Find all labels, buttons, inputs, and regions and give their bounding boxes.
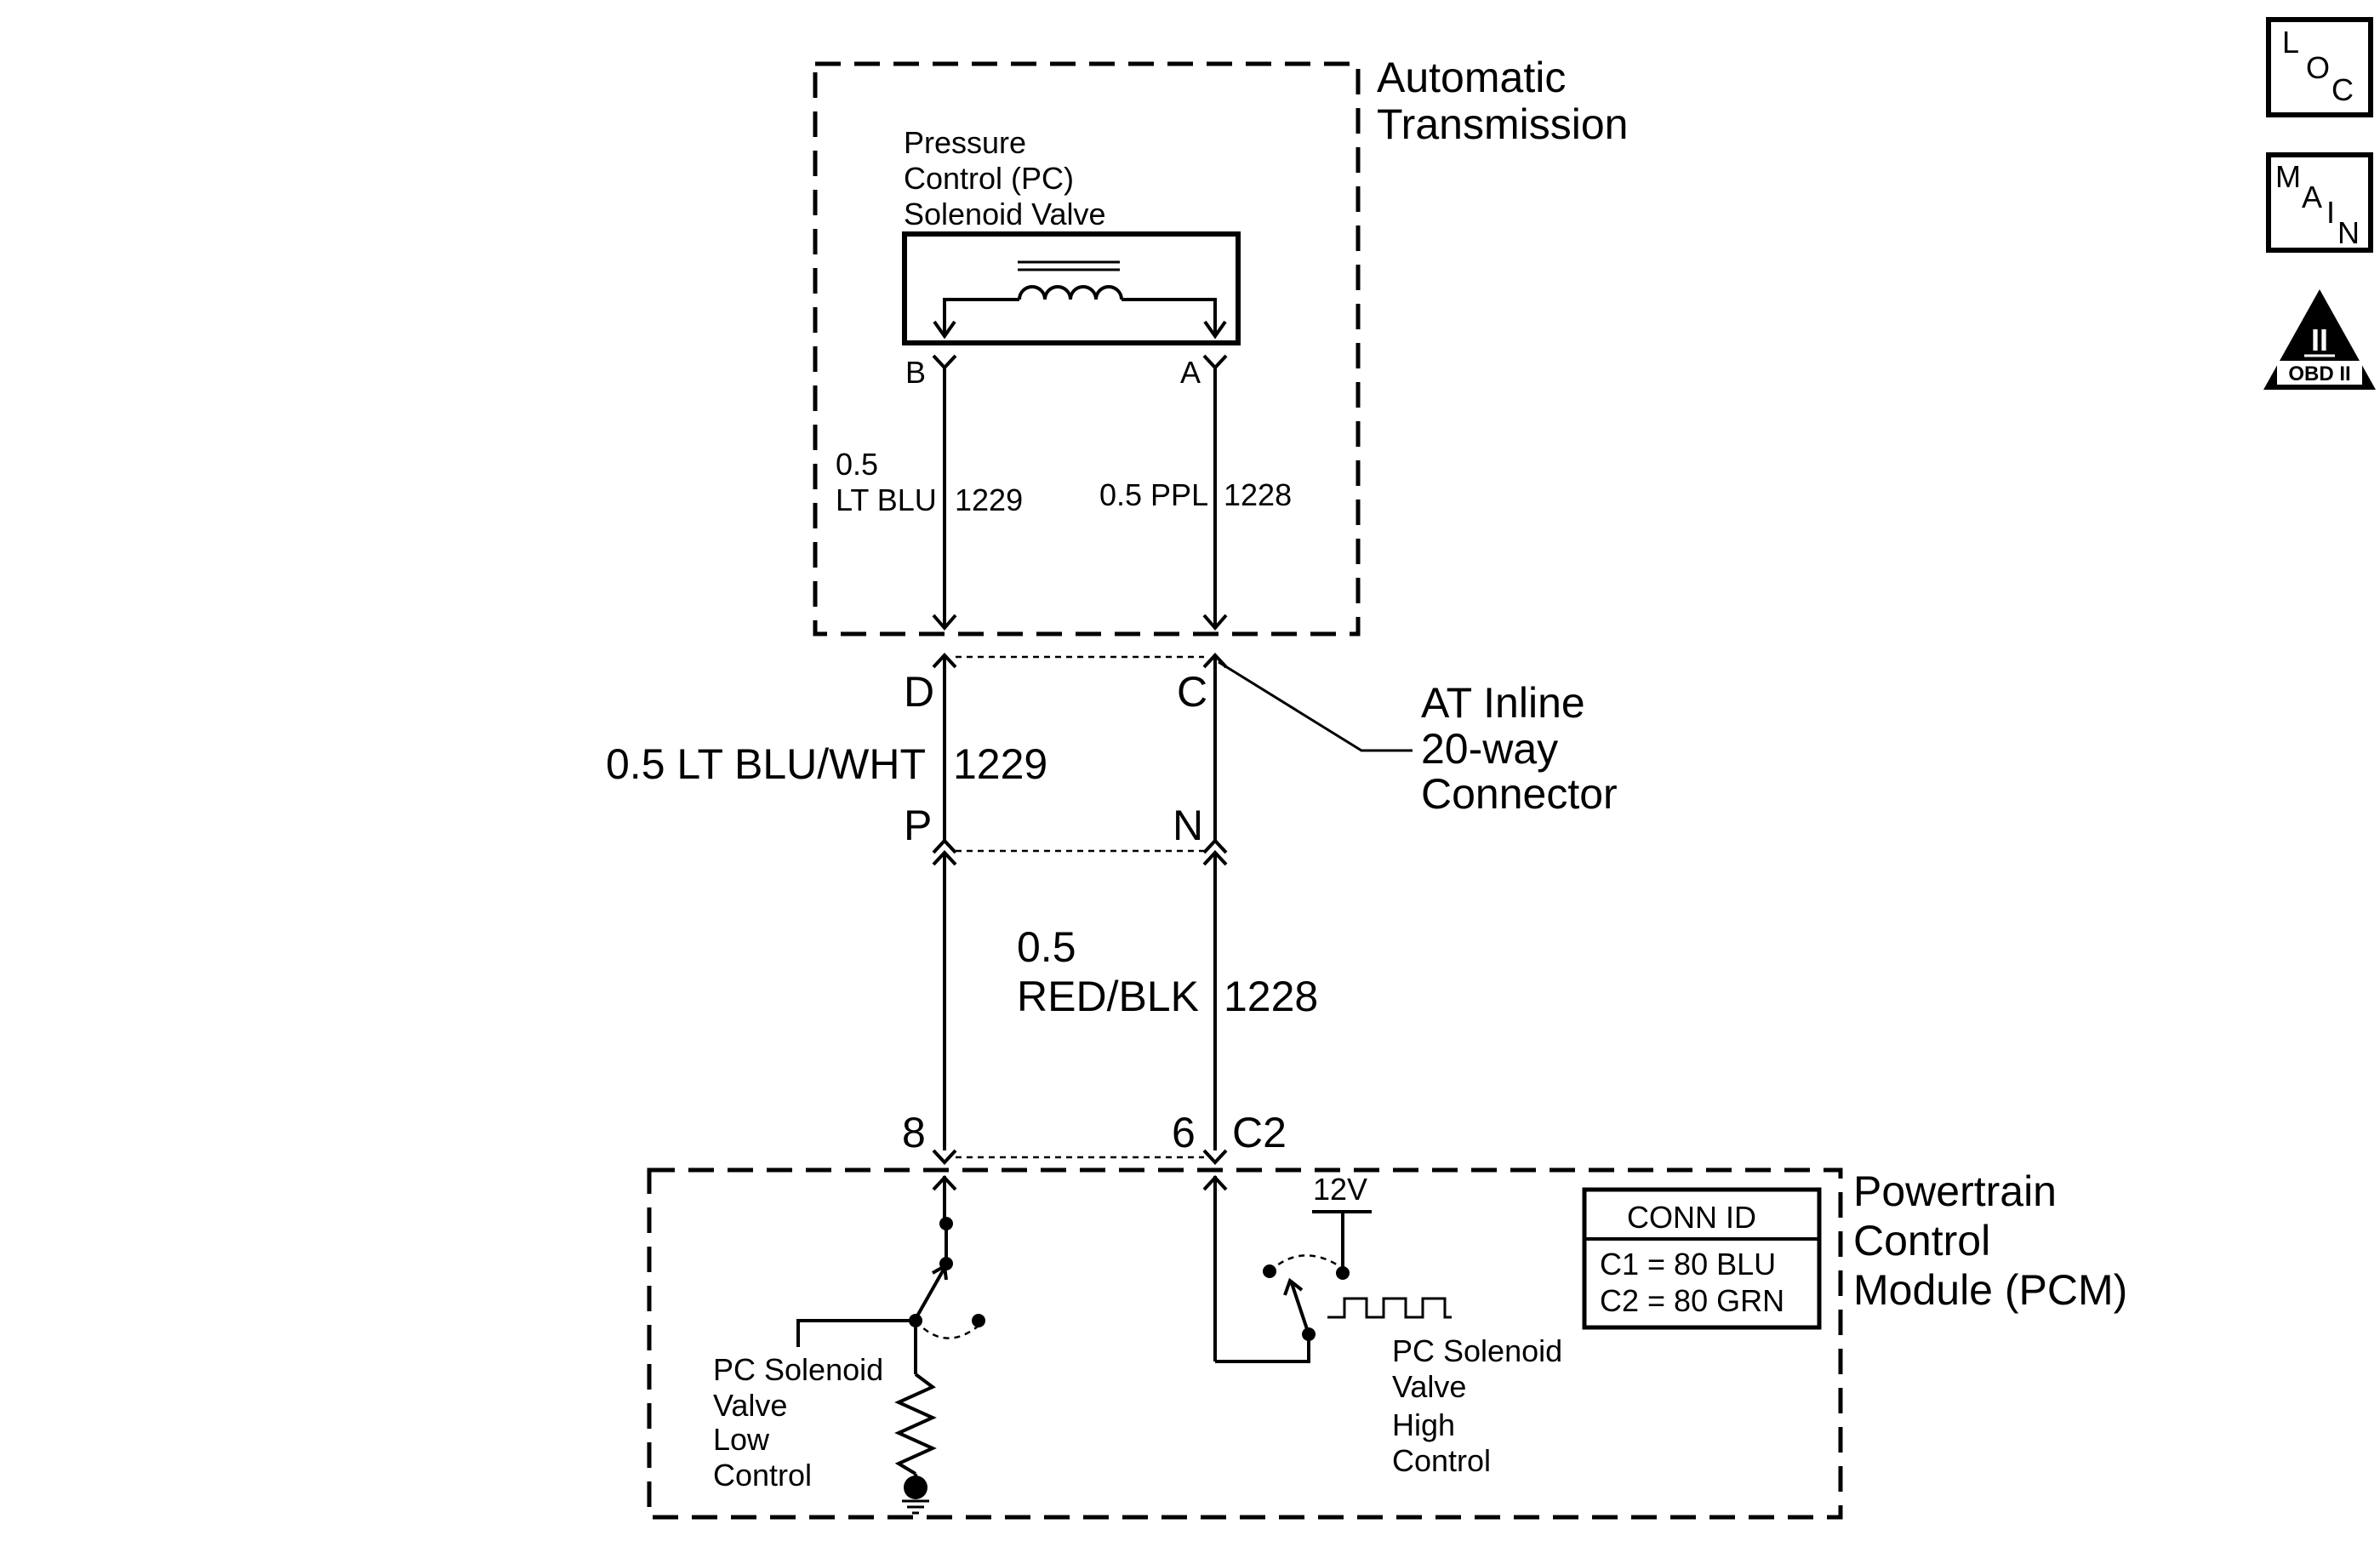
pin-6-terminal-icon — [1202, 1149, 1228, 1165]
solenoid-arrow-left — [933, 320, 956, 340]
pwm-signal-icon — [1327, 1297, 1452, 1319]
loc-icon[interactable]: L O C — [2266, 17, 2373, 117]
high-switch-blade — [1290, 1282, 1310, 1335]
high-input-arrow — [1202, 1175, 1228, 1191]
conn-id-table: CONN ID C1 = 80 BLU C2 = 80 GRN — [1582, 1187, 1822, 1330]
low-switch-blade — [914, 1267, 946, 1320]
loc-letter-o: O — [2306, 50, 2330, 85]
conn-id-c1: C1 = 80 BLU — [1600, 1247, 1776, 1281]
pin-p-terminal-icon — [932, 838, 957, 854]
high-control-label-line1: PC Solenoid — [1392, 1333, 1562, 1368]
solenoid-coil-icon — [1018, 285, 1123, 300]
low-switch-arrow — [932, 1263, 948, 1281]
connector-callout-line — [1218, 660, 1413, 752]
main-letter-m: M — [2275, 159, 2301, 194]
high-return-lead — [1215, 1334, 1310, 1363]
high-control-label-line4: Control — [1392, 1443, 1491, 1478]
high-control-label-line3: High — [1392, 1407, 1455, 1442]
low-control-label-line4: Control — [713, 1458, 812, 1493]
low-switch-contact-open — [972, 1314, 985, 1327]
connector-c2-label: C2 — [1232, 1109, 1287, 1156]
solenoid-label-line2: Control (PC) — [904, 161, 1074, 196]
pcm-title-line3: Module (PCM) — [1853, 1266, 2127, 1314]
obd-numeral: II — [2311, 323, 2328, 357]
high-control-circuit: 12V PC Solenoid Valve High Control — [1202, 1172, 1562, 1478]
pcm-section: 8 6 C2 Powertrain Control Module (PCM) — [647, 1109, 2127, 1520]
pin-n-label: N — [1173, 802, 1203, 849]
connector-label-line2: 20-way — [1421, 725, 1558, 773]
high-switch-motion — [1269, 1254, 1340, 1272]
low-control-label-line1: PC Solenoid — [713, 1352, 883, 1387]
solenoid-label-line3: Solenoid Valve — [904, 197, 1106, 231]
low-control-label-line2: Valve — [713, 1388, 787, 1423]
solenoid-lead-right — [1122, 298, 1217, 334]
resistor-icon — [894, 1373, 937, 1476]
pin-8-label: 8 — [902, 1109, 926, 1156]
wire-1228-arrow — [1202, 614, 1228, 631]
pcm-title-line2: Control — [1853, 1217, 1990, 1264]
automatic-transmission-section: Automatic Transmission Pressure Control … — [813, 54, 1628, 636]
low-control-circuit: PC Solenoid Valve Low Control — [713, 1175, 985, 1515]
wire-1228-lower-color: RED/BLK — [1017, 973, 1199, 1020]
loc-letter-c: C — [2331, 72, 2354, 107]
transmission-title-line2: Transmission — [1377, 100, 1628, 148]
loc-letter-l: L — [2282, 25, 2299, 60]
wire-1229-mid-circuit: 1229 — [953, 740, 1047, 788]
connector-label-line3: Connector — [1421, 770, 1618, 818]
pin-a-label: A — [1180, 355, 1201, 390]
pin-p-label: P — [904, 802, 932, 849]
low-input-arrow — [932, 1175, 957, 1191]
transmission-title-line1: Automatic — [1377, 54, 1566, 101]
pin-d-terminal-icon — [932, 653, 957, 669]
solenoid-arrow-right — [1203, 320, 1227, 340]
wire-1229-arrow — [932, 614, 957, 631]
low-control-lead — [796, 1319, 916, 1347]
solenoid-label-line1: Pressure — [904, 125, 1026, 160]
obd-ii-icon[interactable]: II OBD II — [2263, 289, 2376, 390]
main-letter-a: A — [2302, 180, 2322, 214]
connector-label-line1: AT Inline — [1421, 679, 1585, 727]
pcm-title-line1: Powertrain — [1853, 1167, 2057, 1215]
supply-voltage-label: 12V — [1313, 1172, 1367, 1207]
low-control-label-line3: Low — [713, 1422, 770, 1457]
ground-splice-icon — [904, 1476, 927, 1499]
solenoid-lead-left — [943, 298, 1019, 334]
wire-1228-circuit: 1228 — [1224, 477, 1292, 512]
wire-1229-mid-label: 0.5 LT BLU/WHT — [606, 740, 926, 788]
obd-label: OBD II — [2288, 362, 2350, 385]
solenoid-valve-symbol — [902, 231, 1241, 345]
pin-n-terminal-icon — [1202, 838, 1228, 854]
conn-id-title: CONN ID — [1627, 1200, 1756, 1235]
pin-8-terminal-icon — [932, 1149, 957, 1165]
main-letter-i: I — [2326, 195, 2335, 230]
high-switch-arrow — [1283, 1277, 1304, 1296]
wire-1228-lower-gauge: 0.5 — [1017, 923, 1076, 971]
wire-1229-circuit: 1229 — [955, 482, 1023, 517]
low-switch-motion — [915, 1320, 979, 1339]
wire-1228-lower-circuit: 1228 — [1224, 973, 1318, 1020]
pin-b-label: B — [905, 355, 926, 390]
transmission-boundary — [813, 61, 1361, 636]
pcm-boundary — [647, 1167, 1843, 1520]
high-control-label-line2: Valve — [1392, 1369, 1466, 1404]
harness-section: 0.5 RED/BLK 1228 — [943, 853, 1318, 1150]
pin-c-label: C — [1177, 668, 1207, 716]
inline-connector-section: D C AT Inline 20-way Connector 0.5 LT BL… — [606, 653, 1618, 866]
pin-6-label: 6 — [1172, 1109, 1196, 1156]
pin-d-label: D — [904, 668, 934, 716]
wire-1229-gauge: 0.5 — [836, 447, 878, 482]
main-icon[interactable]: M A I N — [2266, 152, 2373, 253]
conn-id-c2: C2 = 80 GRN — [1600, 1283, 1784, 1318]
pin-b-terminal-icon — [932, 354, 957, 370]
main-letter-n: N — [2337, 215, 2360, 250]
wire-1229-color: LT BLU — [836, 482, 937, 517]
wire-1228-label: 0.5 PPL — [1099, 477, 1208, 512]
pin-a-terminal-icon — [1202, 354, 1228, 370]
